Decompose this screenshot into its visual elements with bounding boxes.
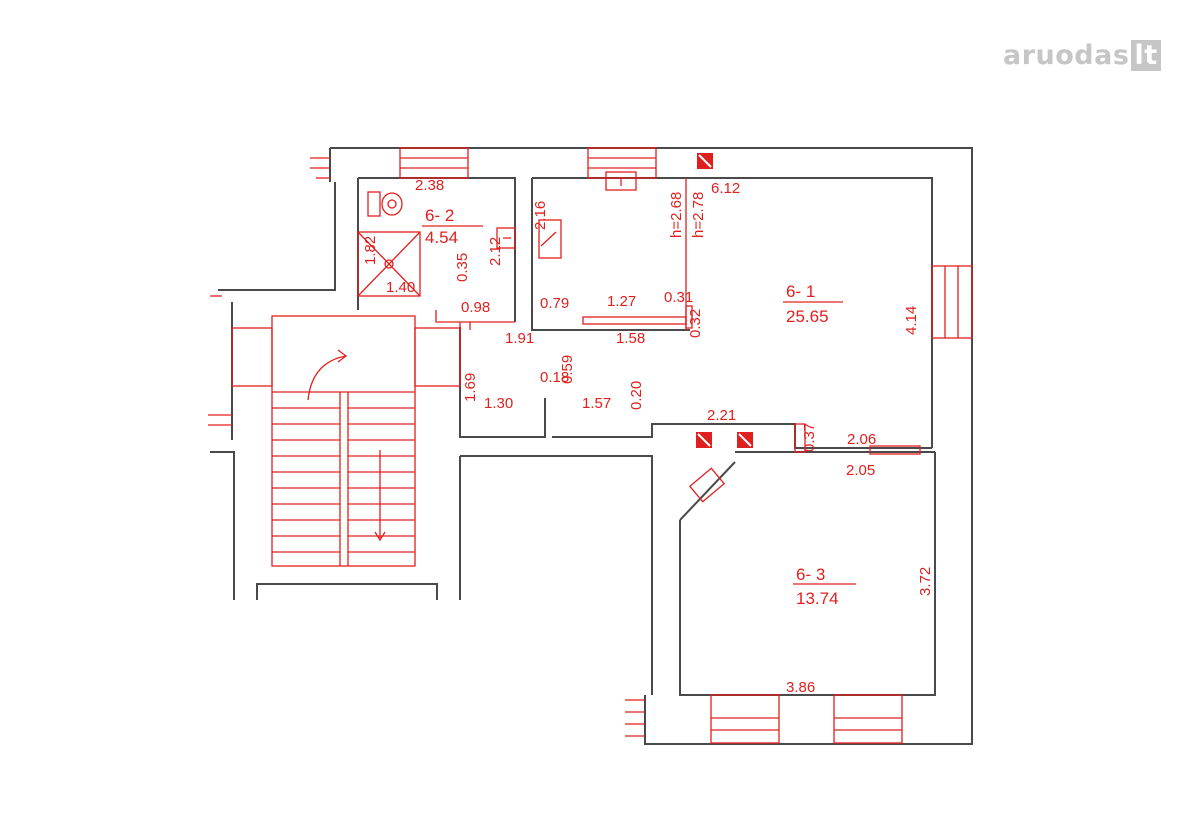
dim-label: 0.20	[628, 381, 645, 410]
dim-label: 0.37	[801, 423, 818, 452]
dim-label: 0.59	[559, 355, 576, 384]
dim-label: 0.18	[540, 369, 569, 386]
window-bottom-left	[710, 694, 780, 744]
dim-label: 2.21	[707, 407, 736, 424]
dim-label: 0.98	[461, 299, 490, 316]
staircase	[271, 315, 416, 567]
red-details	[208, 147, 973, 744]
room-6-1-id: 6- 1	[786, 282, 815, 301]
window-top-middle	[587, 147, 657, 179]
dim-label: 6.12	[711, 180, 740, 197]
stair-treads	[272, 407, 415, 553]
dimension-labels: 2.38 2.16 6.12 1.82 0.35 2.12 1.40 h=2.6…	[362, 177, 934, 696]
room-6-2-area: 4.54	[425, 228, 458, 247]
dim-label: 1.82	[362, 236, 379, 265]
sink-icon	[496, 227, 516, 249]
dim-label: 4.14	[903, 306, 920, 335]
dim-label: 1.30	[484, 395, 513, 412]
toilet-icon	[367, 191, 381, 217]
window-bottom-right	[833, 694, 903, 744]
dim-label: 3.86	[786, 679, 815, 696]
dim-label: 0.31	[664, 289, 693, 306]
room-6-3-area: 13.74	[796, 589, 839, 608]
room-6-1-area: 25.65	[786, 307, 829, 326]
stair-arrow-up	[307, 355, 347, 401]
logo-tld: lt	[1131, 40, 1161, 71]
dim-label: 1.58	[616, 330, 645, 347]
room-6-2-id: 6- 2	[425, 206, 454, 225]
window-right	[931, 265, 973, 339]
dim-label: 0.35	[454, 253, 471, 282]
dim-label: 1.91	[505, 330, 534, 347]
dim-label: 1.57	[582, 395, 611, 412]
dim-label: 2.12	[487, 237, 504, 266]
dim-label: 2.06	[847, 431, 876, 448]
dim-label: 2.05	[846, 462, 875, 479]
dim-label: 2.38	[415, 177, 444, 194]
logo-brand: aruodas	[1003, 40, 1130, 71]
dim-label: 1.69	[462, 373, 479, 402]
window-top-left	[399, 147, 469, 179]
vent-markers	[696, 153, 753, 448]
dim-label: 0.32	[687, 309, 704, 338]
dim-label: h=2.68	[668, 192, 685, 238]
shower-tray	[357, 231, 421, 297]
dim-label: 0.79	[540, 295, 569, 312]
dim-label: 2.16	[532, 201, 549, 230]
kitchen-stove-icon	[538, 219, 562, 259]
room-6-3-id: 6- 3	[796, 565, 825, 584]
dim-label: 1.40	[386, 279, 415, 296]
dim-label: h=2.78	[690, 192, 707, 238]
dim-label: 1.27	[607, 293, 636, 310]
boiler-icon	[688, 467, 726, 503]
room-labels: 6- 2 4.54 6- 1 25.65 6- 3 13.74	[425, 206, 839, 608]
radiator-icon	[605, 171, 637, 191]
dim-label: 3.72	[917, 567, 934, 596]
